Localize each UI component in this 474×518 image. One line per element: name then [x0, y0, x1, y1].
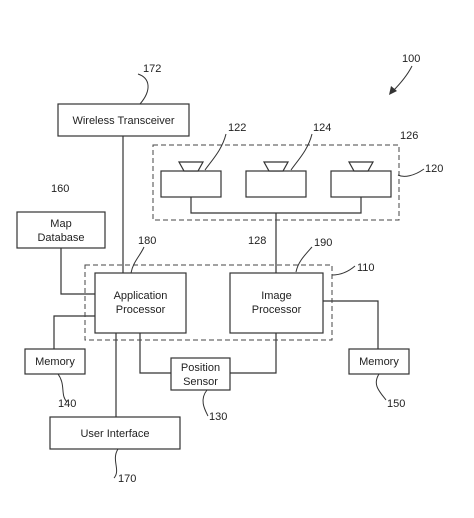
memory-left-block: Memory [24, 348, 86, 375]
camera-126 [330, 161, 392, 198]
ref-190-leader [295, 246, 313, 273]
camera-lens-icon [262, 161, 290, 172]
wireless-transceiver-label: Wireless Transceiver [72, 115, 174, 127]
map-database-label-line2: Database [37, 232, 84, 244]
ref-130-leader [202, 389, 209, 417]
reference-leader-lines [57, 73, 425, 479]
map-database-label-line1: Map [50, 218, 71, 230]
camera-122 [160, 161, 222, 198]
camera-124 [245, 161, 307, 198]
ref-172-leader [137, 73, 149, 105]
user-interface-block: User Interface [49, 416, 181, 450]
memory-right-label: Memory [359, 356, 399, 368]
position-sensor-block: Position Sensor [170, 357, 231, 391]
position-sensor-label-line2: Sensor [183, 376, 218, 388]
app-processor-to-position-sensor-line [139, 333, 171, 374]
ref-120: 120 [425, 163, 443, 175]
memory-left-label: Memory [35, 356, 75, 368]
ref-190: 190 [314, 237, 332, 249]
ref-122-leader [204, 133, 227, 171]
camera-lens-icon [177, 161, 205, 172]
ref-128: 128 [248, 235, 266, 247]
ref-160: 160 [51, 183, 69, 195]
ref-140-leader [57, 373, 68, 403]
position-sensor-to-image-processor-line [230, 333, 277, 374]
ref-122: 122 [228, 122, 246, 134]
application-processor-block: Application Processor [94, 272, 187, 334]
image-processor-label-line1: Image [261, 290, 292, 302]
ref-124: 124 [313, 122, 331, 134]
image-processor-block: Image Processor [229, 272, 324, 334]
ref-130: 130 [209, 411, 227, 423]
arrowhead-icon [389, 86, 397, 95]
figure-100-arrow [389, 65, 413, 95]
app-processor-to-memory-line [53, 315, 95, 349]
application-processor-label-line1: Application [114, 290, 168, 302]
user-interface-label: User Interface [80, 428, 149, 440]
ref-180-leader [130, 246, 145, 274]
ref-180: 180 [138, 235, 156, 247]
map-database-block: Map Database [16, 211, 106, 249]
processing-unit-boundary [84, 264, 333, 341]
ref-172: 172 [143, 63, 161, 75]
ref-170-leader [113, 448, 119, 479]
ref-110-leader [331, 265, 356, 276]
position-sensor-label-line1: Position [181, 362, 220, 374]
ref-150: 150 [387, 398, 405, 410]
ref-126: 126 [400, 130, 418, 142]
ref-124-leader [290, 133, 313, 171]
camera-lens-icon [347, 161, 375, 172]
camera-bus-line [190, 197, 362, 214]
wireless-transceiver-block: Wireless Transceiver [57, 103, 190, 137]
memory-right-block: Memory [348, 348, 410, 375]
ref-110: 110 [357, 262, 375, 274]
ref-140: 140 [58, 398, 76, 410]
ref-150-leader [375, 373, 387, 401]
application-processor-label-line2: Processor [116, 304, 166, 316]
ref-100: 100 [402, 53, 420, 65]
image-processor-label-line2: Processor [252, 304, 302, 316]
ref-170: 170 [118, 473, 136, 485]
connection-lines [53, 136, 379, 417]
reference-numerals: 100 172 122 124 126 120 160 180 128 190 … [51, 53, 443, 485]
image-processor-to-memory-line [323, 300, 379, 349]
ref-120-leader [397, 168, 425, 177]
camera-array-boundary [152, 144, 400, 221]
map-db-to-app-processor-line [60, 248, 95, 295]
